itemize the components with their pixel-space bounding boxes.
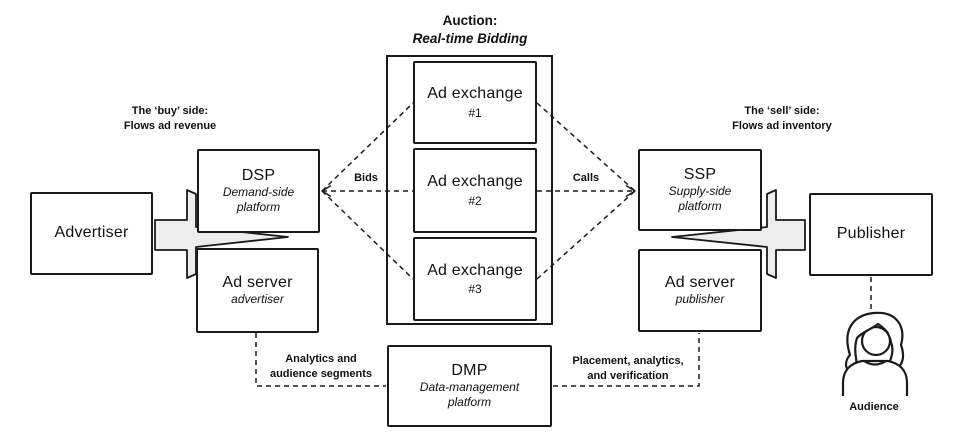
publisher-ad-server-label: Ad server — [664, 273, 736, 291]
dmp-right-line1: Placement, analytics, — [572, 355, 684, 367]
ssp-box: SSP Supply-side platform — [638, 149, 762, 231]
advertiser-ad-server-label: Ad server — [222, 273, 293, 291]
dmp-left-label: Analytics and audience segments — [241, 352, 401, 381]
ad-exchange-1-number: #1 — [468, 105, 482, 120]
dmp-label: DMP — [451, 361, 488, 379]
dsp-sub-line1: Demand-side — [222, 185, 295, 200]
ssp-sub-line2: platform — [678, 199, 722, 214]
dmp-left-connector — [255, 333, 386, 387]
dmp-right-label: Placement, analytics, and verification — [548, 354, 708, 383]
auction-title-line2: Real-time Bidding — [412, 30, 528, 46]
calls-label: Calls — [572, 172, 600, 184]
publisher-box: Publisher — [809, 193, 933, 276]
audience-label: Audience — [849, 401, 899, 413]
dsp-box: DSP Demand-side platform — [197, 149, 320, 233]
advertiser-ad-server-sub: advertiser — [231, 292, 284, 307]
buy-side-line1: The ‘buy’ side: — [131, 105, 209, 117]
bids-connector-lines — [321, 102, 414, 280]
ad-exchange-1-box: Ad exchange #1 — [413, 61, 537, 144]
buy-side-line2: Flows ad revenue — [123, 119, 217, 132]
publisher-label: Publisher — [836, 225, 906, 243]
buy-side-note: The ‘buy’ side: Flows ad revenue — [95, 104, 245, 133]
sell-side-note: The ‘sell’ side: Flows ad inventory — [707, 104, 857, 133]
ad-exchange-2-box: Ad exchange #2 — [413, 148, 537, 233]
auction-title-line1: Auction: — [442, 13, 498, 28]
arrowhead-into-ssp-icon — [625, 184, 636, 198]
advertiser-label: Advertiser — [54, 224, 129, 242]
dmp-sub-line1: Data-management — [419, 380, 520, 395]
ssp-sub-line1: Supply-side — [668, 184, 732, 199]
publisher-ad-server-box: Ad server publisher — [638, 249, 762, 332]
dmp-sub-line2: platform — [447, 395, 492, 410]
publisher-ad-server-sub: publisher — [675, 292, 725, 307]
ad-exchange-3-box: Ad exchange #3 — [413, 237, 537, 321]
dmp-box: DMP Data-management platform — [387, 345, 552, 427]
dmp-right-line2: and verification — [587, 369, 669, 382]
ssp-label: SSP — [683, 165, 717, 183]
auction-title: Auction: Real-time Bidding — [370, 12, 570, 47]
buy-flow-arrow — [154, 189, 289, 279]
auction-container-box — [386, 55, 553, 325]
advertiser-box: Advertiser — [30, 192, 153, 275]
sell-flow-arrow — [671, 189, 806, 279]
arrowhead-into-dsp-icon — [321, 184, 332, 198]
sell-side-line2: Flows ad inventory — [732, 119, 832, 132]
advertiser-ad-server-box: Ad server advertiser — [196, 248, 319, 333]
ad-exchange-3-number: #3 — [468, 282, 482, 296]
audience-person-icon — [841, 311, 909, 396]
dmp-left-line2: audience segments — [269, 367, 373, 380]
sell-side-line1: The ‘sell’ side: — [744, 105, 820, 117]
ad-exchange-2-label: Ad exchange — [427, 173, 523, 191]
ad-exchange-1-label: Ad exchange — [427, 85, 523, 103]
bids-label: Bids — [354, 172, 378, 184]
dsp-label: DSP — [241, 166, 276, 184]
dmp-left-line1: Analytics and — [285, 353, 357, 365]
calls-connector-lines — [536, 102, 636, 280]
ad-exchange-3-label: Ad exchange — [427, 261, 523, 279]
dsp-sub-line2: platform — [236, 200, 281, 215]
dmp-right-connector — [553, 333, 700, 387]
ad-exchange-2-number: #2 — [468, 193, 482, 208]
